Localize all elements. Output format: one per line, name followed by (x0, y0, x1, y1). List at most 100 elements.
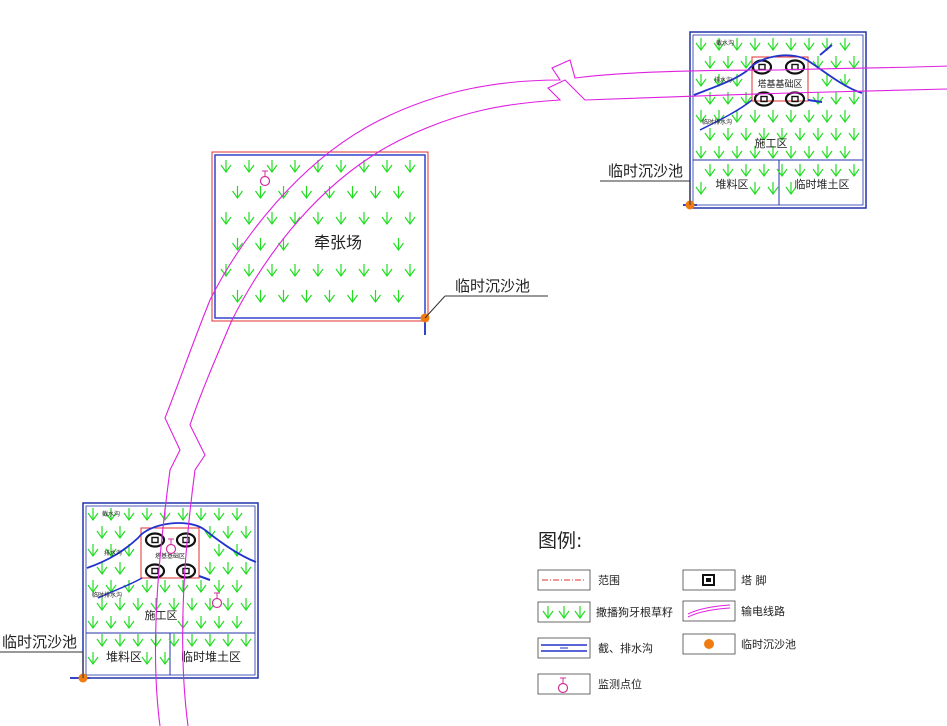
tower-site-top-intercept-ditch (693, 54, 863, 96)
grass-seed-icon (123, 507, 135, 521)
grass-seed-icon (300, 185, 313, 199)
grass-seed-icon (767, 37, 779, 51)
grass-seed-icon (240, 633, 252, 647)
legend-title: 图例: (538, 530, 582, 552)
tower-foot-icon (784, 59, 806, 75)
sediment-pond-icon (704, 639, 714, 649)
grass-seed-icon (195, 579, 207, 593)
grass-seed-icon (96, 597, 108, 611)
grass-seed-icon (785, 37, 797, 51)
tower-site-bottom-base-boundary (140, 527, 200, 579)
grass-seed-icon (392, 237, 405, 251)
grass-seed-icon (277, 185, 290, 199)
grass-seed-icon (848, 55, 860, 69)
grass-seed-icon (830, 91, 842, 105)
grass-seed-icon (186, 597, 198, 611)
tower-foot-icon (175, 532, 197, 548)
tower-site-bottom-base-label: 塔基基础区 (155, 552, 185, 560)
tower-site-bottom-intercept-ditch (86, 522, 257, 569)
grass-seed-icon (243, 211, 255, 225)
grass-seed-icon (722, 91, 734, 105)
tension-field-grass (220, 159, 416, 303)
grass-seed-icon (369, 185, 382, 199)
grass-seed-icon (204, 561, 216, 575)
grass-seed-icon (749, 181, 761, 195)
grass-seed-icon (159, 651, 171, 665)
tower-site-top-base-boundary (751, 56, 809, 102)
grass-seed-icon (381, 263, 393, 277)
grass-seed-icon (213, 615, 225, 629)
grass-seed-icon (213, 543, 225, 557)
tension-field-pond-label: 临时沉沙池 (455, 277, 530, 295)
tower-site-bottom-monitor-icon (211, 592, 223, 609)
grass-seed-icon (830, 127, 842, 141)
grass-seed-icon (177, 507, 189, 521)
grass-seed-icon (731, 145, 743, 159)
legend-item-monitor: 监测点位 (537, 673, 642, 695)
grass-seed-icon (404, 211, 416, 225)
grass-seed-icon (695, 73, 707, 87)
grass-seed-icon (758, 163, 770, 177)
tension-field-label: 牵张场 (314, 233, 362, 252)
tower-site-bottom-intercept-label: 截水沟 (102, 510, 120, 518)
grass-seed-icon (704, 55, 716, 69)
grass-seed-icon (392, 289, 405, 303)
grass-seed-icon (848, 91, 860, 105)
grass-seed-icon (542, 605, 554, 619)
legend-range-label: 范围 (598, 573, 620, 587)
grass-seed-icon (381, 159, 393, 173)
tension-field-ditch (214, 154, 426, 319)
grass-seed-icon (722, 163, 734, 177)
grass-seed-icon (312, 263, 324, 277)
legend-ditch-label: 截、排水沟 (598, 641, 653, 655)
grass-seed-icon (794, 127, 806, 141)
tower-site-bottom: 塔基基础区 施工区 堆料区 临时堆土区 截水沟 排水沟 临时排水沟 临时沉沙池 (0, 502, 259, 683)
grass-seed-icon (392, 185, 405, 199)
grass-seed-icon (803, 37, 815, 51)
tower-site-top-temp-drain-label: 临时排水沟 (702, 118, 732, 126)
tower-foot-icon (144, 563, 166, 579)
grass-seed-icon (220, 159, 232, 173)
legend-item-range: 范围 (537, 569, 620, 591)
grass-seed-icon (254, 237, 267, 251)
tension-field: 牵张场 临时沉沙池 (211, 151, 548, 335)
tower-site-top-intercept-label: 截水沟 (716, 39, 734, 47)
grass-seed-icon (213, 507, 225, 521)
legend-item-pond: 临时沉沙池 (682, 633, 796, 655)
grass-seed-icon (812, 163, 824, 177)
grass-seed-icon (254, 185, 267, 199)
grass-seed-icon (358, 263, 370, 277)
grass-seed-icon (87, 543, 99, 557)
grass-seed-icon (289, 263, 301, 277)
grass-seed-icon (358, 211, 370, 225)
grass-seed-icon (695, 145, 707, 159)
grass-seed-icon (177, 579, 189, 593)
grass-seed-icon (289, 211, 301, 225)
grass-seed-icon (369, 289, 382, 303)
grass-seed-icon (812, 55, 824, 69)
grass-seed-icon (289, 159, 301, 173)
grass-seed-icon (87, 579, 99, 593)
grass-seed-icon (722, 127, 734, 141)
grass-seed-icon (767, 181, 779, 195)
legend-item-tower-foot: 塔 脚 (682, 569, 767, 591)
legend-grass-label: 撒播狗牙根草籽 (596, 605, 673, 619)
tension-field-boundary (211, 151, 429, 322)
grass-seed-icon (96, 525, 108, 539)
tower-site-bottom-drain-label: 排水沟 (104, 549, 122, 557)
grass-seed-icon (277, 289, 290, 303)
grass-seed-icon (141, 579, 153, 593)
tower-site-top: 塔基基础区 施工区 堆料区 临时堆土区 截水沟 排水沟 临时排水沟 临时沉沙池 (600, 31, 867, 210)
grass-seed-icon (574, 605, 586, 619)
grass-seed-icon (195, 615, 207, 629)
grass-seed-icon (114, 525, 126, 539)
grass-seed-icon (704, 91, 716, 105)
tower-site-bottom-pond-label: 临时沉沙池 (2, 633, 77, 651)
tower-site-bottom-construction-label: 施工区 (145, 609, 178, 622)
grass-seed-icon (132, 633, 144, 647)
tower-site-top-construction-label: 施工区 (755, 137, 788, 150)
grass-seed-icon (803, 109, 815, 123)
legend-power-line-label: 输电线路 (741, 604, 785, 618)
grass-seed-icon (132, 597, 144, 611)
legend-item-power-line: 输电线路 (682, 600, 785, 622)
